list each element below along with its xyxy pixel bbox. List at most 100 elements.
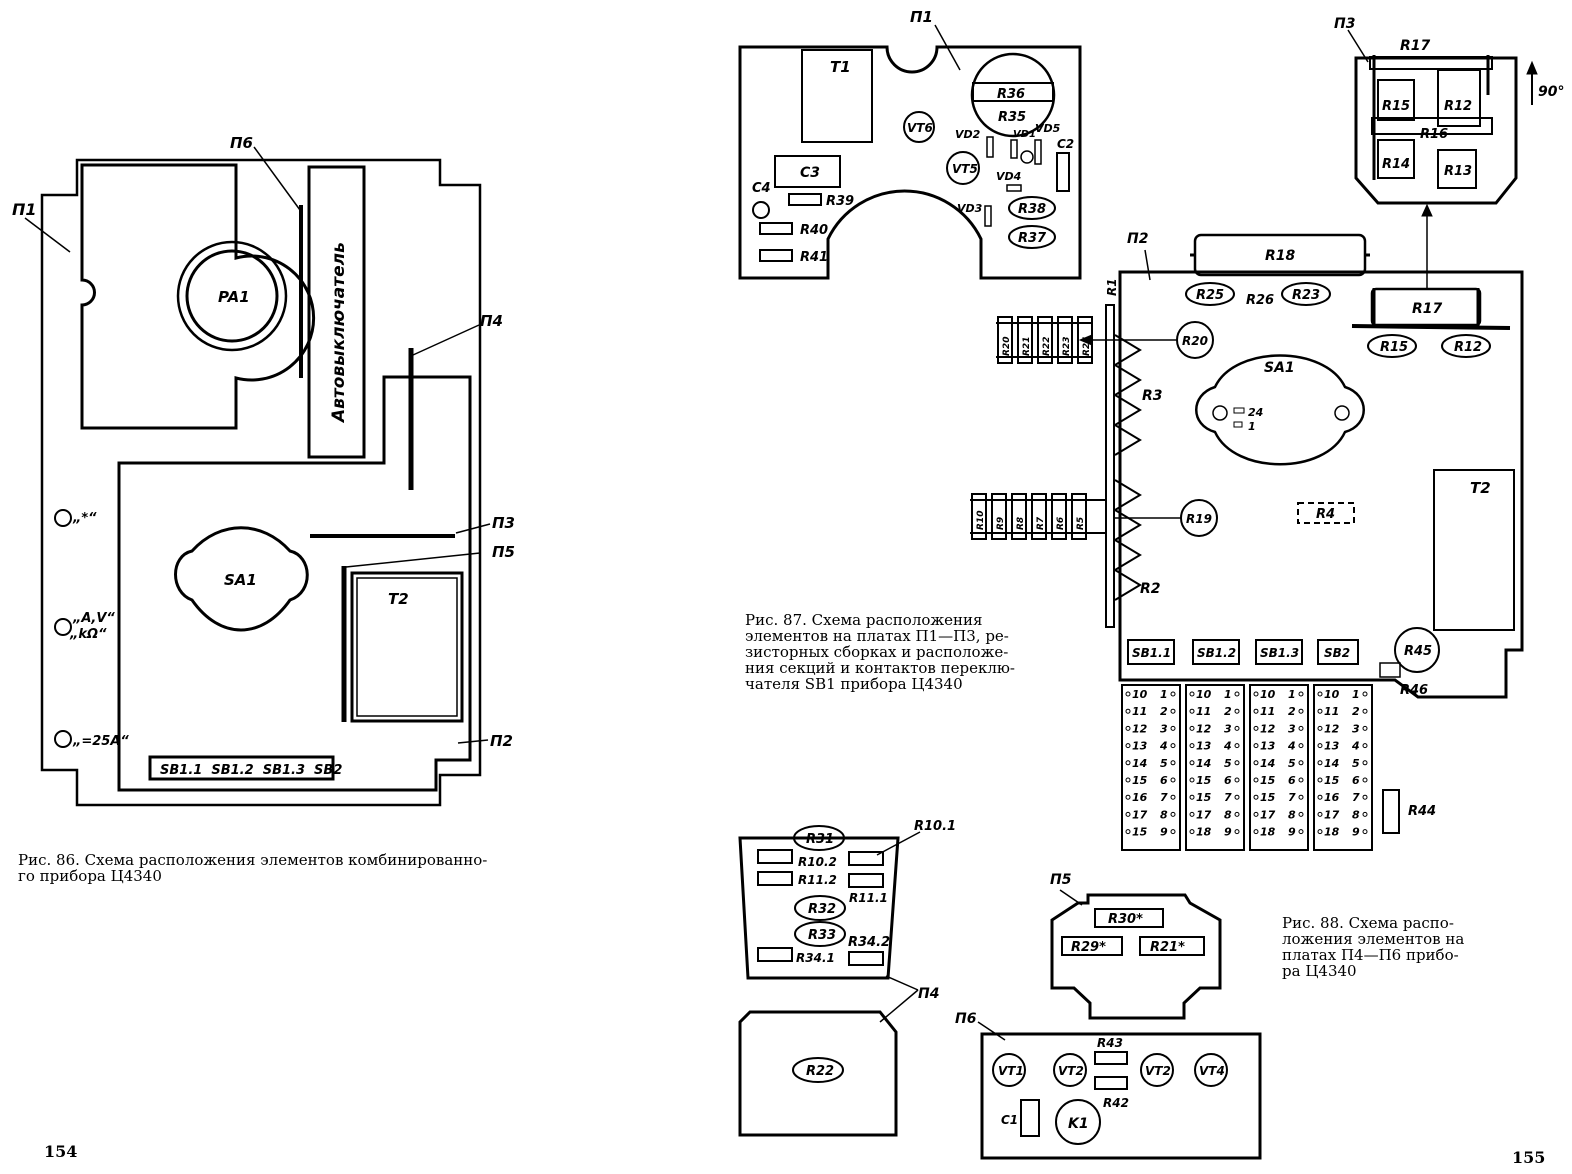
fig86-label-p4: П4 <box>480 312 503 330</box>
relay-k1 <box>1055 1099 1101 1145</box>
label-vt6: VT6 <box>907 121 933 135</box>
label-sb13: SB1.3 <box>1260 646 1299 660</box>
contact-number-left: 10 <box>1324 688 1340 701</box>
contact-number-right: 5 <box>1352 757 1360 770</box>
contact-number-right: 2 <box>1352 705 1360 718</box>
figure-87-board-p1-labels: П1 T1 VT6 R36 R35 VD2 VD1 VD5 C2 VT5 VD4… <box>752 8 1074 265</box>
resistor-r44 <box>1382 789 1400 834</box>
contact-number-right: 3 <box>1224 722 1232 735</box>
contact-dot <box>1125 743 1131 749</box>
contact-number-right: 8 <box>1352 808 1360 821</box>
contact-dot <box>1125 829 1131 835</box>
leader-p4 <box>412 324 480 356</box>
resistor-r30 <box>1094 908 1164 928</box>
contact-number-left: 15 <box>1196 791 1212 804</box>
resistor-r15 <box>1367 334 1417 358</box>
contact-number-right: 9 <box>1224 826 1232 839</box>
assembly-top-r22 <box>1037 316 1053 364</box>
fig86-caption-line: го прибора Ц4340 <box>18 867 162 885</box>
leader-p1 <box>24 217 71 253</box>
contact-number-right: 9 <box>1352 826 1360 839</box>
contact-column-1 <box>1121 684 1181 851</box>
assembly-label-r21: R21 <box>1022 337 1032 356</box>
sa1-hole-right <box>1334 405 1350 421</box>
resistor-r34-1 <box>757 947 793 962</box>
contact-number-right: 3 <box>1352 722 1360 735</box>
p3-r14 <box>1377 139 1415 179</box>
resistor-r11-2 <box>757 871 793 886</box>
label-r26: R26 <box>1246 293 1274 308</box>
contact-number-left: 13 <box>1260 740 1276 753</box>
contact-number-left: 10 <box>1260 688 1276 701</box>
contact-number-left: 13 <box>1196 740 1212 753</box>
switch-sa1-body <box>1195 354 1365 466</box>
label-r18: R18 <box>1265 248 1296 264</box>
board-p4-top-shape <box>738 836 900 980</box>
label-sa1-24: 24 <box>1248 406 1263 419</box>
contact-number-left: 17 <box>1260 808 1276 821</box>
p3-connector-head <box>1421 203 1433 217</box>
transistor-vt4 <box>1194 1053 1228 1087</box>
label-r46: R46 <box>1400 683 1428 698</box>
contact-number-right: 6 <box>1224 774 1232 787</box>
contact-dot <box>1234 811 1240 817</box>
leader-p5 <box>1059 889 1083 906</box>
contact-dot <box>1362 691 1368 697</box>
contact-dot <box>1362 794 1368 800</box>
label-r31: R31 <box>806 832 834 847</box>
contact-dot <box>1170 743 1176 749</box>
contact-dot <box>1317 777 1323 783</box>
board-p1-outline <box>80 163 316 430</box>
terminal-25a <box>54 730 72 748</box>
assembly-bottom-r10 <box>971 493 987 540</box>
label-c3: C3 <box>800 165 820 181</box>
contact-number-right: 1 <box>1224 688 1232 701</box>
auto-switch-box <box>307 165 366 459</box>
label-r32: R32 <box>808 902 836 917</box>
capacitor-c4 <box>752 201 770 219</box>
resistor-r29 <box>1061 936 1123 956</box>
label-r15: R15 <box>1380 340 1408 355</box>
contact-dot <box>1189 794 1195 800</box>
leader-p5 <box>345 552 481 568</box>
leader-p4-a <box>885 975 919 991</box>
resistor-r22 <box>792 1057 844 1083</box>
fig86-label-p6: П6 <box>230 134 253 152</box>
fig88-caption-line: ра Ц4340 <box>1282 962 1357 980</box>
resistor-r32 <box>794 895 846 921</box>
contact-dot <box>1189 829 1195 835</box>
contact-number-right: 6 <box>1160 774 1168 787</box>
contact-number-right: 7 <box>1224 791 1232 804</box>
figure-88-board-p6-labels: П6 VT1 VT2 R43 VT2 VT4 C1 K1 R42 <box>955 1011 1225 1132</box>
figure-88-board-p4 <box>738 825 921 1137</box>
contact-number-left: 15 <box>1260 774 1276 787</box>
fig86-label-terminal-star: „*“ <box>72 511 97 526</box>
assembly-label-r6: R6 <box>1056 517 1066 530</box>
label-r11-1: R11.1 <box>849 891 888 905</box>
contact-number-right: 1 <box>1288 688 1296 701</box>
fig86-label-p1: П1 <box>12 200 37 219</box>
contact-dot <box>1298 811 1304 817</box>
resistor-r31 <box>793 825 845 851</box>
contact-dot <box>1253 829 1259 835</box>
board-p1-shape <box>738 45 1082 280</box>
contact-dot <box>1317 811 1323 817</box>
contact-dot <box>1234 760 1240 766</box>
resistor-r1-strip <box>1105 304 1115 628</box>
label-p3-r12: R12 <box>1444 99 1472 114</box>
contact-number-left: 13 <box>1132 740 1148 753</box>
contact-dot <box>1253 743 1259 749</box>
figure-87-board-p2-labels: П2 R1 R18 R25 R26 R23 R17 R15 R12 R20 R3… <box>1105 231 1491 819</box>
board-p2-shape <box>1118 270 1524 699</box>
contact-dot <box>1298 743 1304 749</box>
resistor-r12 <box>1441 334 1491 358</box>
contact-number-right: 1 <box>1160 688 1168 701</box>
contact-number-left: 14 <box>1324 757 1339 770</box>
contact-number-left: 11 <box>1132 705 1147 718</box>
label-r21: R21* <box>1150 940 1185 955</box>
label-r10-2: R10.2 <box>798 855 837 869</box>
contact-dot <box>1253 794 1259 800</box>
figure-86-caption: Рис. 86. Схема расположения элементов ко… <box>18 852 618 884</box>
contact-number-right: 4 <box>1351 740 1360 753</box>
